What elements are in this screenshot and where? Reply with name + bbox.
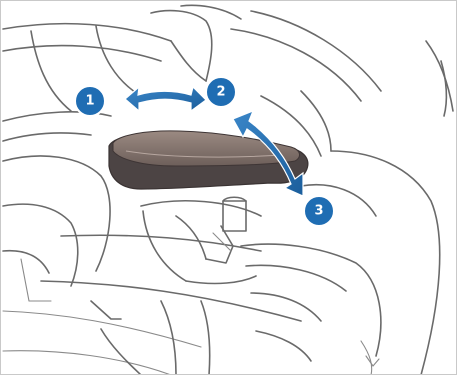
- interior-line-art: [3, 5, 453, 375]
- marker-3-label: 3: [314, 204, 323, 219]
- fore-aft-arrow: [125, 87, 206, 111]
- marker-3: 3: [304, 196, 334, 226]
- marker-1: 1: [75, 86, 105, 116]
- marker-2: 2: [206, 77, 236, 107]
- marker-1-label: 1: [85, 94, 94, 109]
- marker-2-label: 2: [216, 85, 225, 100]
